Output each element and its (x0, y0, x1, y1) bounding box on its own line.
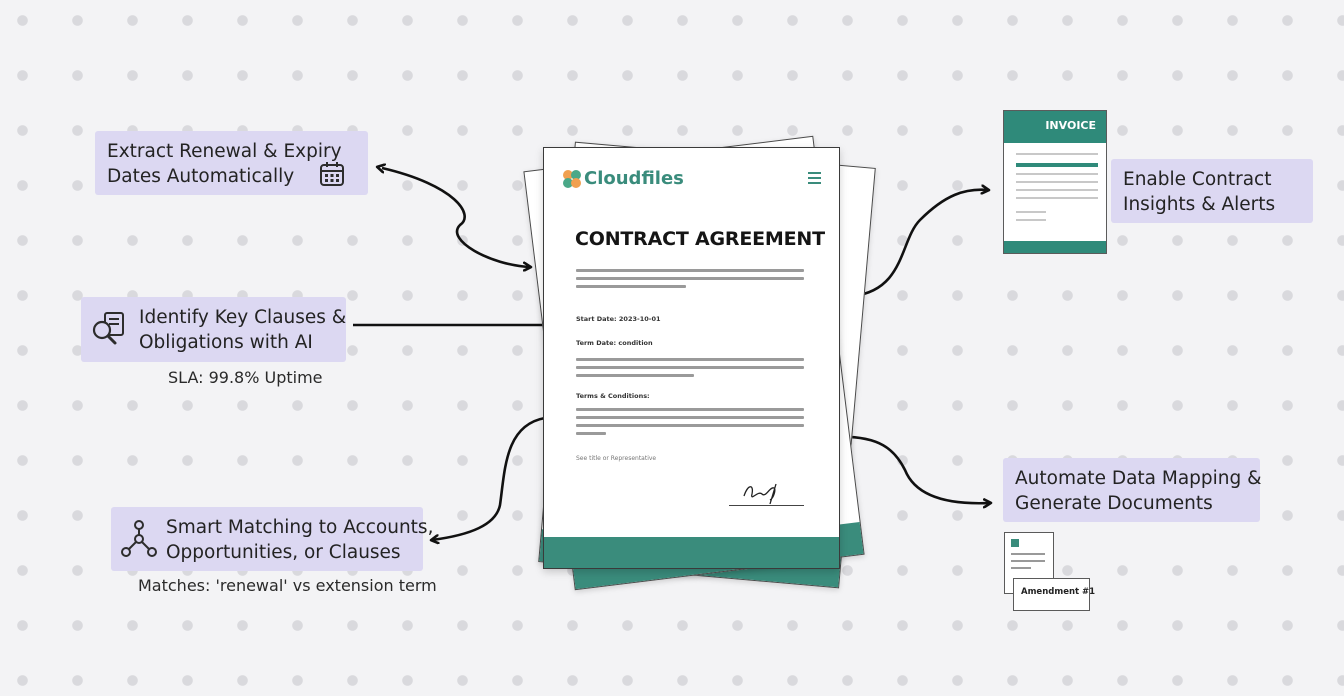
label-insights-line2: Insights & Alerts (1123, 194, 1276, 215)
label-automate-mapping: Automate Data Mapping & Generate Documen… (1003, 458, 1262, 522)
text-line (576, 432, 606, 435)
label-identify-line1: Identify Key Clauses & (139, 307, 347, 328)
text-line (576, 424, 804, 427)
label-insights-line1: Enable Contract (1123, 169, 1272, 190)
document-title: CONTRACT AGREEMENT (575, 228, 825, 250)
invoice-title: INVOICE (1045, 119, 1096, 132)
label-identify-line2: Obligations with AI (139, 332, 313, 353)
document-section-terms: Terms & Conditions: (576, 392, 650, 400)
invoice-row (1016, 189, 1098, 191)
arrow-doc-to-automate (834, 435, 990, 503)
text-line (576, 416, 804, 419)
text-line (576, 277, 804, 280)
note-matches: Matches: 'renewal' vs extension term (138, 576, 437, 595)
invoice-row (1016, 173, 1098, 175)
cloudfiles-logo-icon (563, 170, 581, 188)
text-line (576, 408, 804, 411)
label-identify-clauses: Identify Key Clauses & Obligations with … (81, 297, 346, 362)
text-line (576, 285, 686, 288)
document-signature-caption: See title or Representative (576, 455, 657, 462)
text-line (576, 366, 804, 369)
invoice-row (1016, 197, 1098, 199)
invoice-row (1016, 181, 1098, 183)
label-smart-line1: Smart Matching to Accounts, (166, 517, 434, 538)
arrow-extract-to-doc (382, 168, 530, 267)
arrow-doc-to-smart (432, 416, 546, 540)
invoice-document: INVOICE (1003, 110, 1107, 254)
amendment-card: Amendment #1 (1013, 578, 1095, 611)
label-smart-matching: Smart Matching to Accounts, Opportunitie… (111, 507, 434, 571)
text-line (576, 358, 804, 361)
label-contract-insights: Enable Contract Insights & Alerts (1111, 159, 1313, 223)
label-smart-line2: Opportunities, or Clauses (166, 542, 401, 563)
calendar-icon (320, 162, 344, 186)
text-line (576, 269, 804, 272)
label-extract-line2: Dates Automatically (107, 166, 295, 187)
signature-icon (743, 483, 777, 505)
hierarchy-network-icon (121, 520, 157, 557)
document-brand: Cloudfiles (584, 168, 684, 189)
amendment-label: Amendment #1 (1021, 587, 1096, 597)
invoice-row (1016, 219, 1046, 221)
label-automate-line2: Generate Documents (1015, 493, 1213, 514)
document-section-term: Term Date: condition (576, 339, 653, 347)
label-extract-renewal: Extract Renewal & Expiry Dates Automatic… (95, 131, 368, 195)
invoice-row (1016, 163, 1098, 167)
arrow-doc-to-invoice (852, 190, 988, 298)
label-extract-line1: Extract Renewal & Expiry (107, 141, 342, 162)
contract-document: Cloudfiles CONTRACT AGREEMENT Start Date… (543, 147, 840, 569)
signature-line (729, 505, 804, 506)
invoice-row (1016, 211, 1046, 213)
menu-icon (808, 172, 821, 187)
invoice-footer (1004, 241, 1106, 253)
document-start-date: Start Date: 2023-10-01 (576, 315, 661, 323)
magnifier-document-icon (92, 312, 124, 345)
label-automate-line1: Automate Data Mapping & (1015, 468, 1262, 489)
text-line (576, 374, 694, 377)
note-sla: SLA: 99.8% Uptime (168, 368, 323, 387)
document-footer-band (544, 537, 839, 568)
invoice-header (1004, 111, 1106, 143)
invoice-row (1016, 153, 1098, 155)
